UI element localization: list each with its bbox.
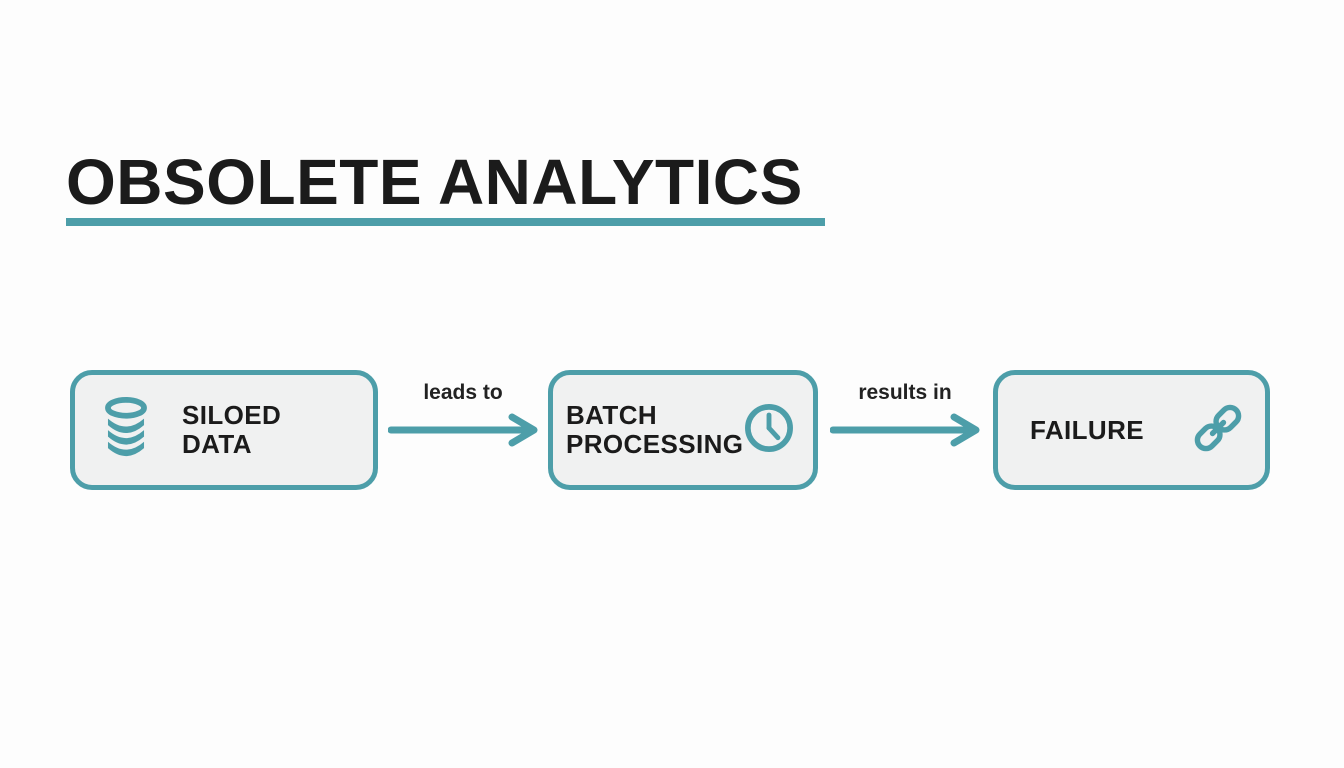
node-label-siloed-data: SILOED DATA xyxy=(182,400,282,459)
flow-node-siloed-data: SILOED DATA xyxy=(70,370,378,490)
chain-link-icon xyxy=(1187,397,1249,464)
connector-leads-to: leads to xyxy=(388,380,538,449)
clock-icon xyxy=(743,402,795,459)
arrow-right-icon xyxy=(830,413,980,447)
title-underline xyxy=(66,218,825,226)
database-icon xyxy=(100,396,152,464)
flow-node-batch-processing: BATCH PROCESSING xyxy=(548,370,818,490)
connector-label: leads to xyxy=(423,381,503,404)
node-label-failure: FAILURE xyxy=(1030,414,1145,445)
page-title: OBSOLETE ANALYTICS xyxy=(66,146,803,218)
arrow-right-icon xyxy=(388,413,538,447)
node-label-batch-processing: BATCH PROCESSING xyxy=(566,400,744,459)
connector-results-in: results in xyxy=(830,380,980,449)
connector-label: results in xyxy=(858,381,952,404)
flow-node-failure: FAILURE xyxy=(993,370,1270,490)
